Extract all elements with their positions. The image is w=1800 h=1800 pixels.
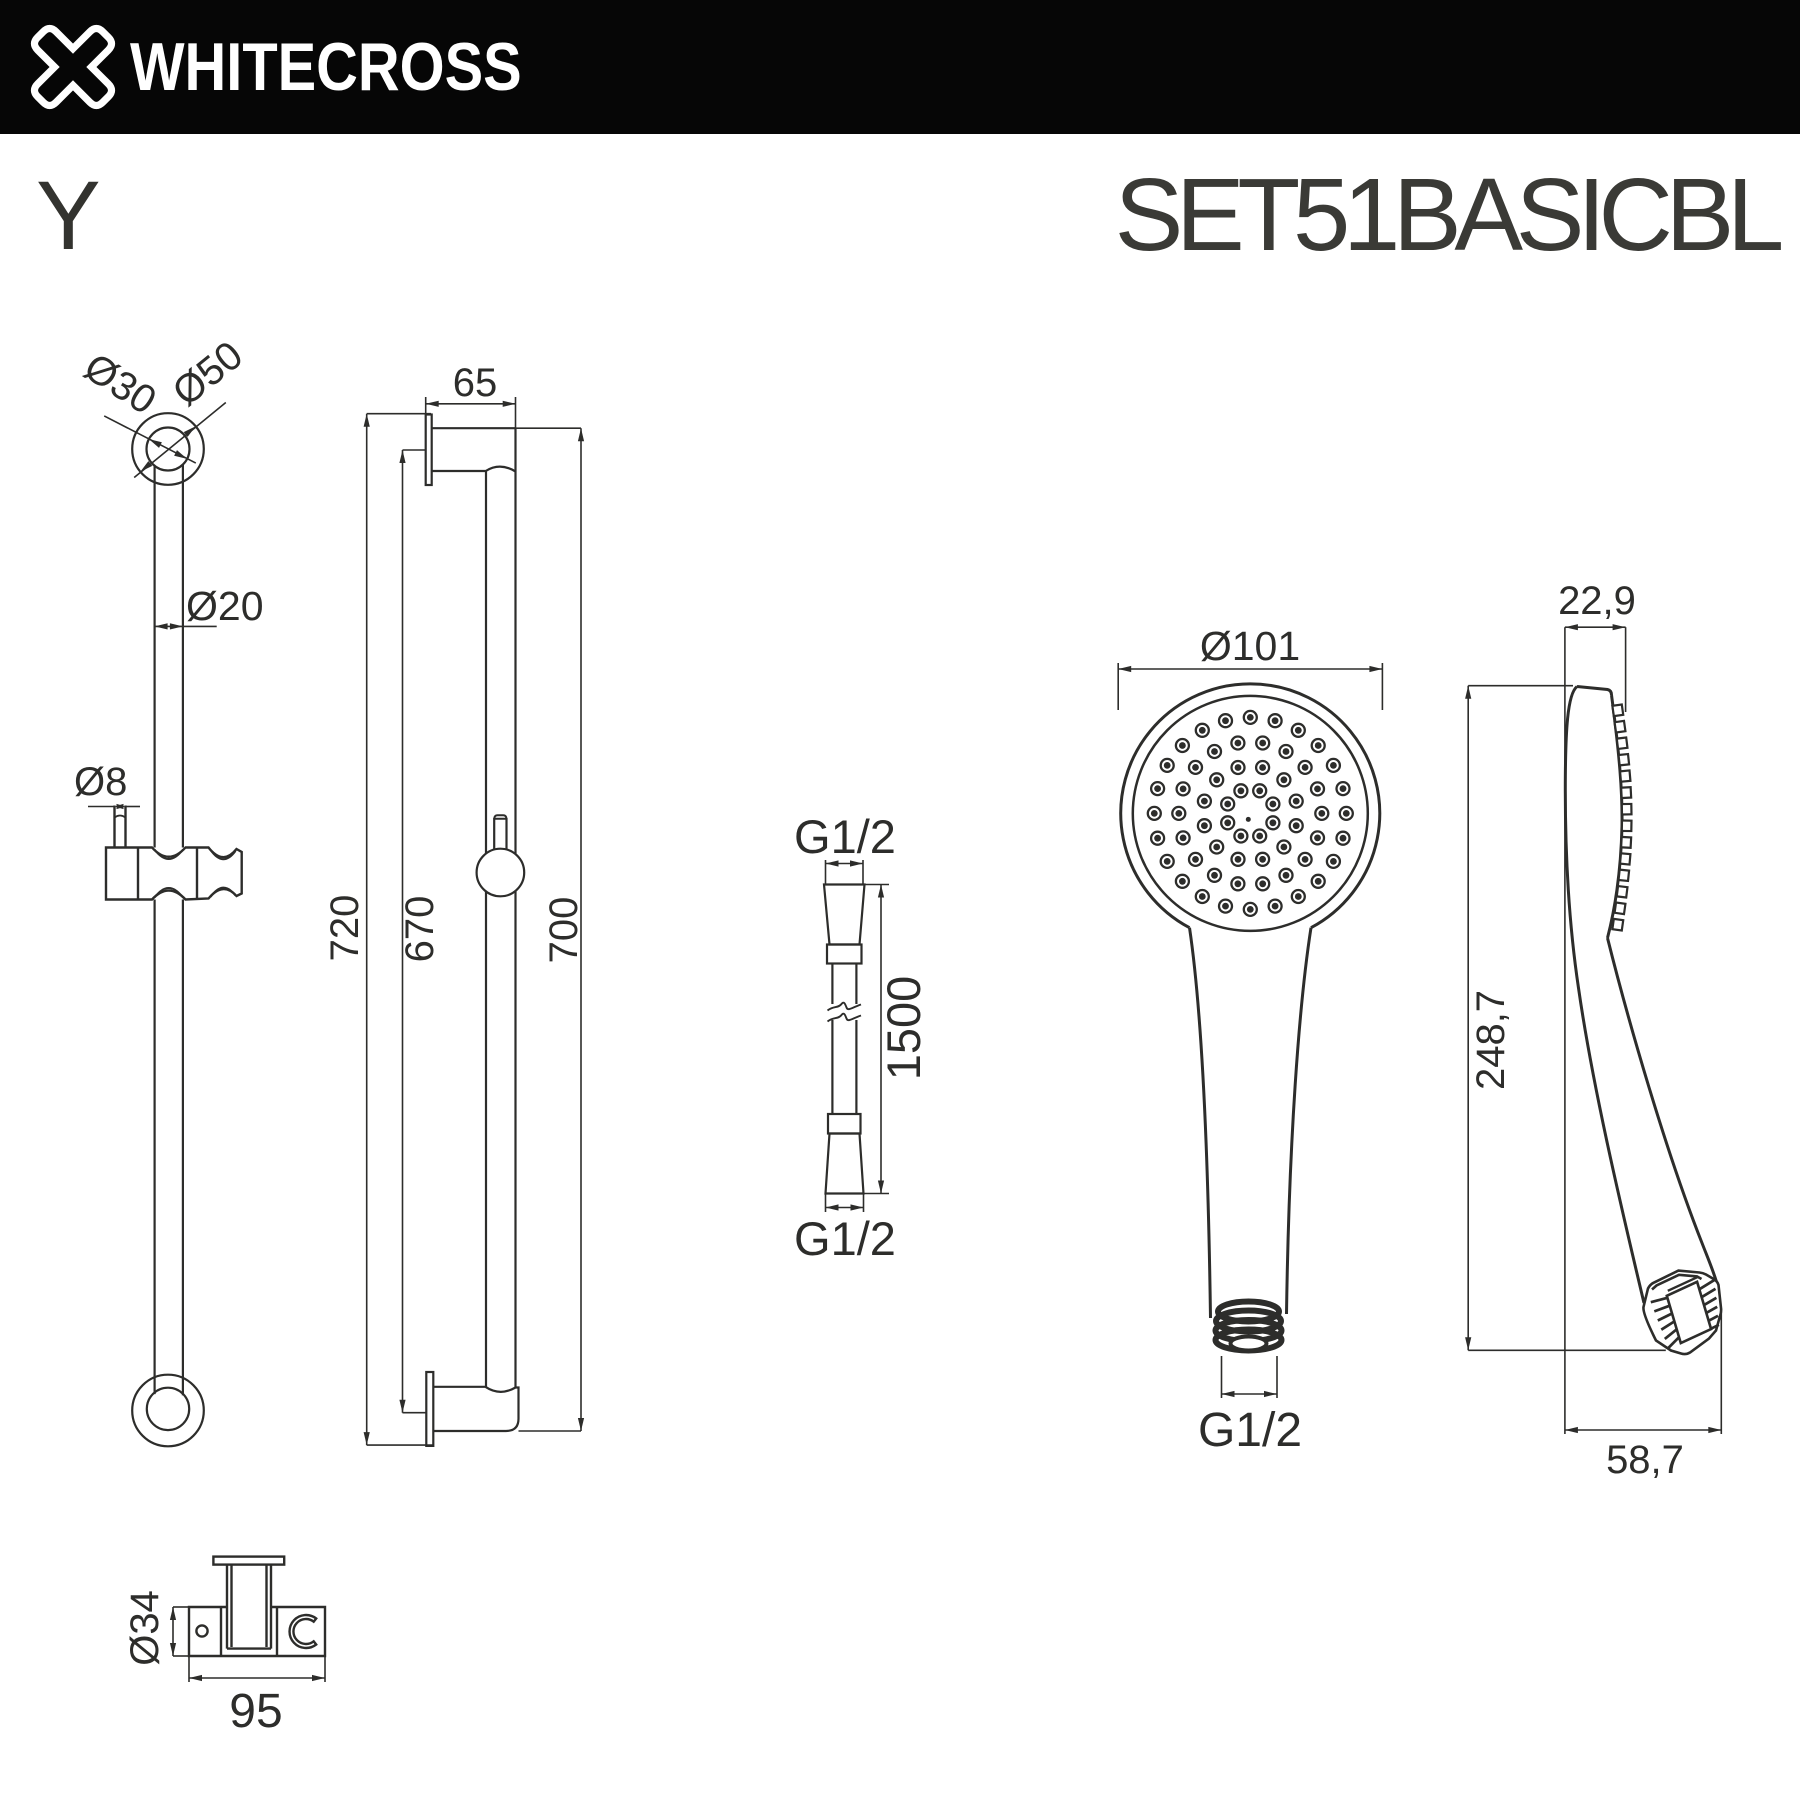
svg-text:Ø50: Ø50 (165, 333, 251, 415)
svg-text:SET51BASICBL: SET51BASICBL (1115, 157, 1781, 272)
svg-text:22,9: 22,9 (1558, 579, 1636, 623)
svg-text:95: 95 (229, 1685, 282, 1738)
svg-text:Y: Y (36, 161, 101, 270)
svg-text:720: 720 (323, 895, 367, 962)
svg-text:WHITECROSS: WHITECROSS (130, 30, 522, 105)
svg-text:Ø8: Ø8 (74, 760, 127, 804)
svg-text:G1/2: G1/2 (1198, 1404, 1302, 1457)
svg-text:Ø101: Ø101 (1200, 623, 1300, 669)
svg-text:G1/2: G1/2 (794, 1212, 896, 1265)
svg-text:Ø34: Ø34 (123, 1590, 167, 1666)
svg-text:G1/2: G1/2 (794, 810, 896, 863)
svg-text:700: 700 (542, 897, 586, 964)
svg-text:65: 65 (453, 361, 498, 405)
svg-text:58,7: 58,7 (1606, 1438, 1684, 1482)
svg-text:Ø20: Ø20 (186, 583, 264, 629)
svg-text:248,7: 248,7 (1469, 990, 1513, 1090)
svg-text:Ø30: Ø30 (76, 345, 163, 423)
svg-text:1500: 1500 (877, 976, 930, 1081)
svg-text:670: 670 (398, 896, 442, 963)
